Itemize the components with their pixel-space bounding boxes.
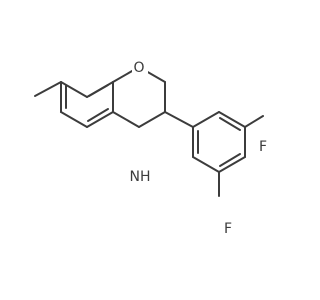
fluorine-bottom-label-bg bbox=[220, 220, 236, 238]
bond-ar1-ar2 bbox=[192, 111, 220, 128]
fluorine-top-label: F bbox=[259, 139, 267, 155]
fluorine-bottom-label: F bbox=[224, 221, 232, 237]
bond-ar4-ar5-inner bbox=[219, 153, 241, 167]
bond-ar2-ar3-inner bbox=[219, 117, 241, 131]
oxygen-label-bg bbox=[132, 58, 148, 76]
bond-c5-c4a bbox=[86, 111, 114, 128]
bond-c7-c8 bbox=[60, 81, 88, 98]
bond-c6-c5 bbox=[60, 111, 88, 128]
nh-label-bg bbox=[128, 168, 152, 186]
bond-ar3-f bbox=[244, 115, 264, 128]
oxygen-label: O bbox=[133, 60, 144, 76]
bond-ar4-ar5 bbox=[218, 156, 246, 173]
bond-c5-c4a-inner bbox=[87, 108, 109, 122]
bond-ar5-ar6 bbox=[192, 156, 220, 173]
bond-methyl bbox=[34, 81, 62, 97]
nh-label: NH bbox=[130, 169, 151, 185]
bond-c8a-c8-inner bbox=[88, 84, 109, 97]
fluorine-top-label-bg bbox=[255, 138, 271, 156]
molecule-diagram: O NH F F bbox=[34, 58, 271, 238]
bond-c3-aryl bbox=[164, 111, 194, 128]
atom-label-layer: O NH F F bbox=[128, 58, 271, 238]
structure-canvas: O NH F F bbox=[34, 58, 271, 238]
bond-c3-n bbox=[138, 111, 166, 128]
bond-n-c4a bbox=[112, 111, 140, 128]
bond-ar2-ar3 bbox=[218, 111, 246, 128]
